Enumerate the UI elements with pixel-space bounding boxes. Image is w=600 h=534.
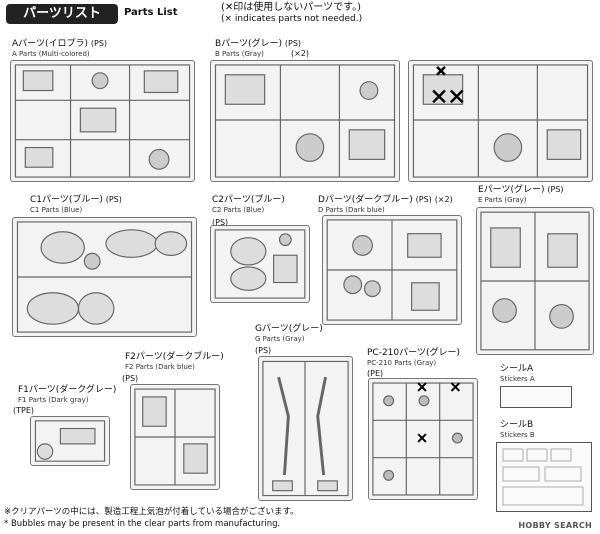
unused-parts-note-en: (× indicates parts not needed.) (221, 14, 363, 24)
footer-note: ※クリアパーツの中には、製造工程上気泡が付着している場合がございます。 (4, 507, 299, 517)
runner-f2-label: F2パーツ(ダークブルー) F2 Parts (Dark blue) (125, 352, 224, 372)
runner-c2-drawing (214, 229, 306, 299)
runner-a-illustration (10, 60, 195, 182)
runner-f2-drawing (134, 388, 216, 486)
runner-g-name: Gパーツ(グレー) (255, 324, 323, 334)
sticker-a-name-en: Stickers A (500, 375, 535, 383)
runner-e-name-en: E Parts (Gray) (478, 196, 527, 204)
runner-c1-name: C1パーツ(ブルー) (30, 195, 103, 205)
runner-e-illustration (476, 207, 594, 355)
runner-a-name: Aパーツ(イロプラ) (12, 39, 88, 49)
runner-c2-name-en: C2 Parts (Blue) (212, 206, 265, 214)
runner-e-drawing (480, 211, 590, 351)
sticker-b-label: シールB Stickers B (500, 420, 535, 440)
runner-g-label: Gパーツ(グレー) G Parts (Gray) (255, 324, 323, 344)
sticker-a-label: シールA Stickers A (500, 364, 535, 384)
runner-a-name-en: A Parts (Multi-colored) (12, 50, 90, 58)
runner-b-quantity: (×2) (291, 49, 310, 58)
runner-b-illustration-2 (408, 60, 593, 182)
runner-g-name-en: G Parts (Gray) (255, 335, 305, 343)
runner-d-drawing (326, 219, 458, 321)
runner-e-name: Eパーツ(グレー) (478, 185, 545, 195)
runner-d-material: (PS) (415, 195, 432, 204)
runner-f2-name-en: F2 Parts (Dark blue) (125, 363, 195, 371)
runner-b-drawing-2 (412, 64, 589, 178)
runner-f1-drawing (34, 420, 106, 462)
runner-d-name: Dパーツ(ダークブルー) (318, 195, 413, 205)
runner-a-drawing (14, 64, 191, 178)
runner-c1-name-en: C1 Parts (Blue) (30, 206, 83, 214)
runner-d-quantity: (×2) (434, 195, 453, 204)
runner-f1-material: (TPE) (13, 406, 35, 415)
runner-c1-illustration (12, 217, 197, 337)
runner-pc-drawing (372, 382, 474, 496)
runner-c2-label: C2パーツ(ブルー) C2 Parts (Blue) (212, 195, 285, 215)
runner-pc-name: PC-210パーツ(グレー) (367, 348, 460, 358)
runner-b-drawing-1 (214, 64, 396, 178)
runner-pc-illustration (368, 378, 478, 500)
runner-f1-illustration (30, 416, 110, 466)
runner-pc-name-en: PC-210 Parts (Gray) (367, 359, 437, 367)
unused-parts-note: (✕印は使用しないパーツです。) (221, 2, 361, 13)
runner-f2-illustration (130, 384, 220, 490)
runner-c2-material: (PS) (212, 218, 229, 227)
page-title-en: Parts List (124, 7, 178, 18)
page-title: パーツリスト (6, 4, 118, 24)
sticker-a-name: シールA (500, 364, 534, 374)
runner-c1-label: C1パーツ(ブルー) (PS) C1 Parts (Blue) (30, 195, 122, 215)
runner-c2-illustration (210, 225, 310, 303)
runner-d-illustration (322, 215, 462, 325)
runner-c1-drawing (16, 221, 193, 333)
runner-e-label: Eパーツ(グレー) (PS) E Parts (Gray) (478, 185, 564, 205)
runner-b-name: Bパーツ(グレー) (215, 39, 283, 49)
sticker-b-name: シールB (500, 420, 534, 430)
runner-d-label: Dパーツ(ダークブルー) (PS) (×2) D Parts (Dark blu… (318, 195, 453, 215)
runner-f1-name: F1パーツ(ダークグレー) (18, 385, 117, 395)
runner-b-name-en: B Parts (Gray) (215, 50, 264, 58)
runner-f1-label: F1パーツ(ダークグレー) F1 Parts (Dark gray) (18, 385, 116, 405)
sticker-b-name-en: Stickers B (500, 431, 535, 439)
runner-b-label: Bパーツ(グレー) (PS) B Parts (Gray) (215, 39, 301, 59)
runner-e-material: (PS) (547, 185, 564, 194)
runner-a-label: Aパーツ(イロプラ) (PS) A Parts (Multi-colored) (12, 39, 107, 59)
hobby-search-logo: HOBBY SEARCH (518, 521, 592, 530)
runner-b-material: (PS) (284, 39, 302, 48)
sticker-a-sheet (500, 386, 572, 408)
runner-a-material: (PS) (90, 39, 108, 48)
runner-c2-name: C2パーツ(ブルー) (212, 195, 285, 205)
runner-f2-material: (PS) (122, 374, 139, 383)
runner-g-material: (PS) (255, 346, 272, 355)
runner-d-name-en: D Parts (Dark blue) (318, 206, 385, 214)
runner-f1-name-en: F1 Parts (Dark gray) (18, 396, 89, 404)
runner-f2-name: F2パーツ(ダークブルー) (125, 352, 224, 362)
runner-c1-material: (PS) (105, 195, 122, 204)
sticker-b-drawing (502, 448, 584, 506)
footer-note-en: * Bubbles may be present in the clear pa… (4, 519, 281, 529)
runner-pc-material: (PE) (367, 369, 384, 378)
runner-b-illustration-1 (210, 60, 400, 182)
sticker-b-sheet (496, 442, 592, 512)
runner-g-illustration (258, 356, 353, 501)
runner-pc-label: PC-210パーツ(グレー) PC-210 Parts (Gray) (367, 348, 460, 368)
runner-g-drawing (262, 360, 349, 497)
